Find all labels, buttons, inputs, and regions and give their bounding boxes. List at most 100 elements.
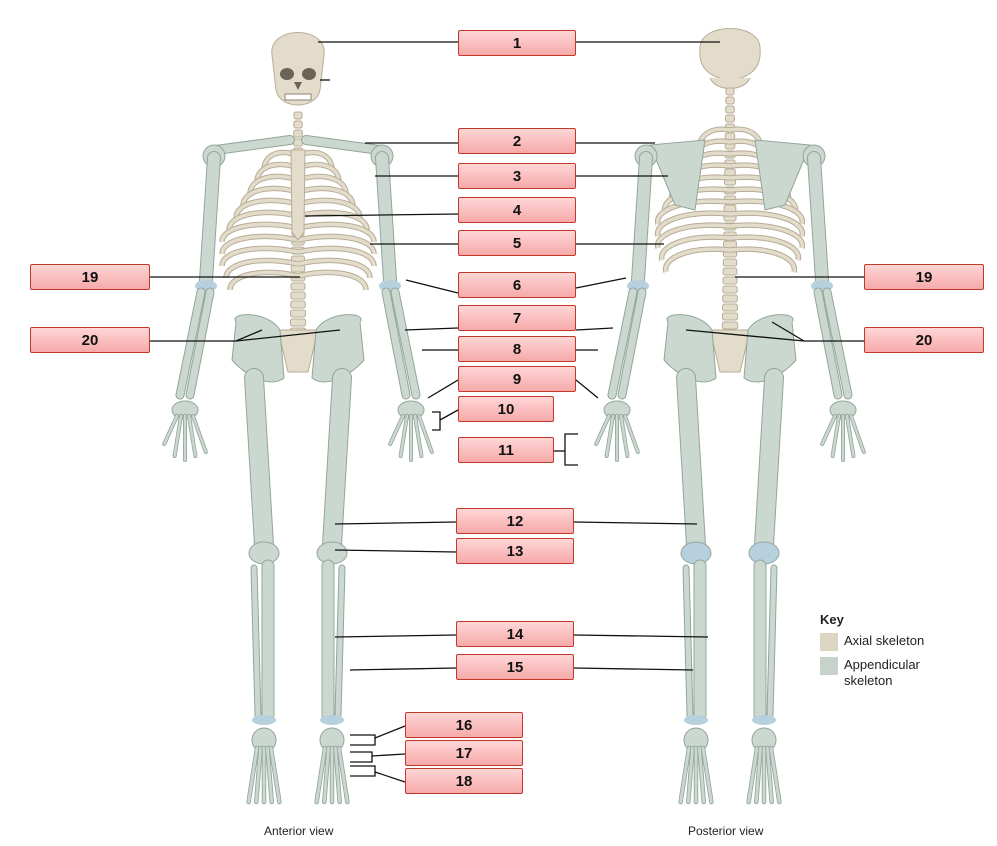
leader-15-posterior xyxy=(573,667,694,671)
anterior-knee-left xyxy=(248,541,280,565)
posterior-hand-right xyxy=(820,400,866,462)
label-box-17[interactable]: 17 xyxy=(405,740,523,766)
leader-17 xyxy=(371,753,406,757)
anterior-clavicle-left xyxy=(212,136,294,154)
anterior-radius-right xyxy=(382,288,410,399)
label-box-8[interactable]: 8 xyxy=(458,336,576,362)
label-box-19-anterior[interactable]: 19 xyxy=(30,264,150,290)
anterior-ulna-left xyxy=(176,288,205,399)
skeleton-figures xyxy=(162,28,866,805)
vertebra xyxy=(293,111,303,120)
anterior-fibula-left xyxy=(251,565,261,718)
rib-fill xyxy=(234,198,362,219)
posterior-fibula-left xyxy=(683,565,693,718)
label-box-7[interactable]: 7 xyxy=(458,305,576,331)
label-box-18[interactable]: 18 xyxy=(405,768,523,794)
label-box-1[interactable]: 1 xyxy=(458,30,576,56)
vertebra xyxy=(721,312,739,321)
label-box-14[interactable]: 14 xyxy=(456,621,574,647)
label-box-10[interactable]: 10 xyxy=(458,396,554,422)
label-box-16[interactable]: 16 xyxy=(405,712,523,738)
anterior-sternum xyxy=(290,149,306,241)
leader-18-bracket xyxy=(350,765,376,777)
anterior-humerus-left xyxy=(200,152,220,286)
anterior-ankle-left xyxy=(252,715,276,725)
anterior-foot-right xyxy=(314,727,350,805)
label-box-20-posterior[interactable]: 20 xyxy=(864,327,984,353)
anterior-femur-right xyxy=(323,369,351,554)
anterior-hand-right-finger-fill xyxy=(389,414,405,446)
vertebra xyxy=(293,120,303,129)
label-box-12[interactable]: 12 xyxy=(456,508,574,534)
anterior-foot-left-toe-fill xyxy=(266,746,274,804)
anterior-hand-left-finger-fill xyxy=(173,414,183,458)
vertebra xyxy=(290,282,306,291)
posterior-hand-right-finger-fill xyxy=(849,414,865,454)
vertebra xyxy=(290,291,306,300)
label-box-13[interactable]: 13 xyxy=(456,538,574,564)
anterior-skull xyxy=(271,32,325,106)
label-box-19-posterior[interactable]: 19 xyxy=(864,264,984,290)
rib-fill xyxy=(224,258,372,279)
leader-12-posterior xyxy=(573,521,698,525)
legend-item-appendicular: Appendicular skeleton xyxy=(820,657,954,689)
leader-14-anterior xyxy=(334,634,457,638)
rib-fill xyxy=(656,199,804,225)
label-box-11[interactable]: 11 xyxy=(458,437,554,463)
label-box-3[interactable]: 3 xyxy=(458,163,576,189)
label-box-4[interactable]: 4 xyxy=(458,197,576,223)
vertebra xyxy=(289,318,307,327)
rib-fill xyxy=(656,211,804,237)
leader-20-posterior-b xyxy=(771,321,864,342)
posterior-scapula-left xyxy=(649,139,706,211)
leader-16-bracket xyxy=(350,734,376,746)
rib-fill xyxy=(220,222,376,243)
posterior-foot-right xyxy=(746,727,782,805)
posterior-ankle-right xyxy=(752,715,776,725)
anterior-foot-right-toe-fill xyxy=(337,746,349,804)
anterior-foot-right-toe-fill xyxy=(315,746,327,804)
posterior-hand-left-finger-fill xyxy=(595,414,611,446)
posterior-hip-right xyxy=(743,314,797,383)
anterior-skeleton xyxy=(162,32,434,805)
anterior-hip-left xyxy=(231,314,285,383)
posterior-mandible xyxy=(709,77,751,89)
leader-12-anterior xyxy=(334,521,457,525)
posterior-humerus-left xyxy=(632,152,652,286)
label-box-15[interactable]: 15 xyxy=(456,654,574,680)
vertebra xyxy=(293,129,303,138)
anterior-hand-right xyxy=(388,400,434,462)
posterior-foot-left-toe-fill xyxy=(679,746,691,804)
leader-15-anterior xyxy=(349,667,457,671)
posterior-radius-left xyxy=(618,288,646,399)
label-box-9[interactable]: 9 xyxy=(458,366,576,392)
leader-13-anterior xyxy=(334,549,457,553)
appendicular-key-label: Appendicular skeleton xyxy=(844,657,920,688)
leader-7-posterior xyxy=(575,327,614,331)
anterior-hand-right-finger-fill xyxy=(399,414,409,458)
label-box-5[interactable]: 5 xyxy=(458,230,576,256)
posterior-foot-left xyxy=(678,727,714,805)
label-box-6[interactable]: 6 xyxy=(458,272,576,298)
posterior-sacrum xyxy=(709,329,751,373)
anterior-foot-left-toe-fill xyxy=(254,746,262,804)
posterior-skeleton xyxy=(594,28,866,805)
anterior-hand-left xyxy=(162,400,208,462)
legend-item-axial: Axial skeleton xyxy=(820,633,954,651)
posterior-radius-right xyxy=(814,288,842,399)
anterior-hand-right-finger-fill xyxy=(413,414,423,458)
rib-fill xyxy=(663,247,797,273)
label-box-2[interactable]: 2 xyxy=(458,128,576,154)
label-box-20-anterior[interactable]: 20 xyxy=(30,327,150,353)
legend: Key Axial skeleton Appendicular skeleton xyxy=(820,612,954,695)
rib-fill xyxy=(228,270,368,291)
leader-11-bracket xyxy=(564,433,578,466)
leader-14-posterior xyxy=(573,634,709,638)
posterior-knee-right xyxy=(748,541,780,565)
anterior-foot-left xyxy=(246,727,282,805)
vertebra xyxy=(290,309,306,318)
anterior-sacrum xyxy=(277,329,319,373)
vertebra xyxy=(290,300,306,309)
posterior-hand-right-finger-fill xyxy=(821,414,837,446)
vertebra xyxy=(721,321,739,330)
